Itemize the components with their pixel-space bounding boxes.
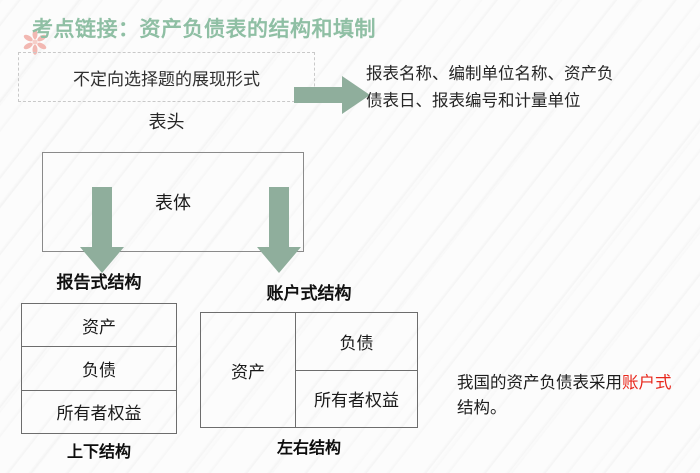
table-row: 资产: [22, 304, 176, 348]
table-row: 负债: [296, 313, 417, 371]
account-form-title: 账户式结构: [266, 284, 352, 304]
conclusion-highlight: 账户式: [622, 373, 672, 392]
report-form-footer: 上下结构: [66, 442, 131, 461]
table-body-label: 表体: [155, 193, 191, 214]
table-row: 所有者权益: [314, 391, 399, 412]
arrow-down-icon: [80, 187, 124, 273]
conclusion-note: 我国的资产负债表采用账户式结构。: [457, 370, 672, 420]
table-head-detail: 报表名称、编制单位名称、资产负债表日、报表编号和计量单位: [366, 64, 614, 110]
report-form-table: 资产 负债 所有者权益: [21, 303, 177, 434]
table-row: 负债: [22, 347, 176, 391]
table-head-label: 表头: [148, 112, 185, 133]
account-form-table: 资产 负债 所有者权益: [200, 312, 418, 428]
arrow-down-icon: [257, 187, 301, 273]
table-body-box: [42, 152, 304, 252]
conclusion-line1: 我国的资产负债表采: [457, 373, 606, 392]
page-title: 考点链接：资产负债表的结构和填制: [32, 18, 376, 41]
dashed-callout-box: [18, 52, 315, 102]
conclusion-line2-prefix: 用: [605, 373, 623, 392]
account-form-footer: 左右结构: [276, 438, 341, 457]
arrow-right-icon: [294, 76, 370, 114]
report-form-title: 报告式结构: [56, 273, 142, 293]
account-form-right-column: 负债 所有者权益: [296, 313, 417, 427]
table-row: 所有者权益: [56, 404, 142, 425]
conclusion-line2-suffix: 结构。: [457, 398, 507, 417]
table-cell-assets: 资产: [201, 313, 296, 427]
dashed-callout-label: 不定向选择题的展现形式: [73, 69, 260, 90]
